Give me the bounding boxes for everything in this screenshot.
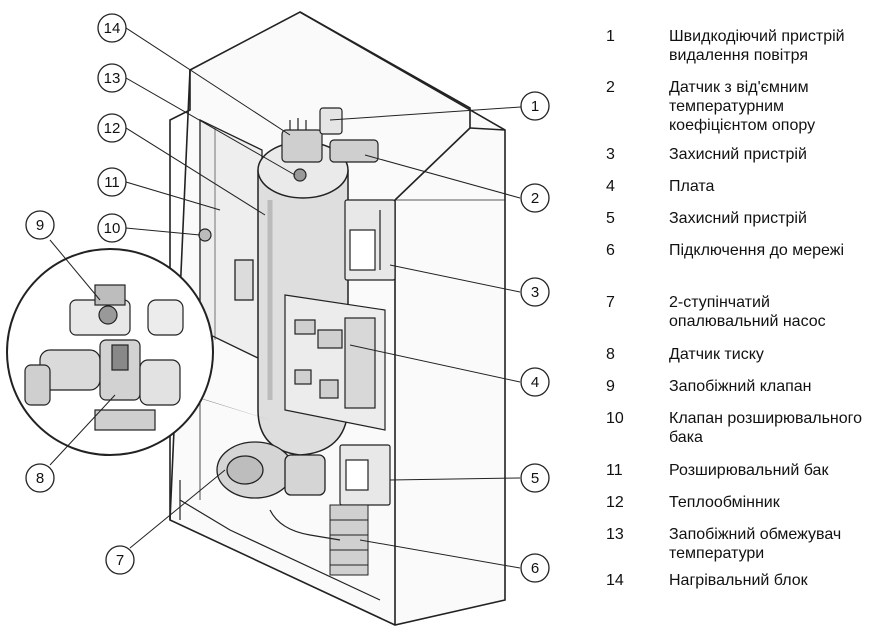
legend-number: 4	[606, 178, 615, 195]
detail-zoom	[6, 248, 270, 456]
legend-text: Теплообмінник	[669, 494, 780, 511]
callout-5: 5	[520, 463, 550, 493]
legend-number: 5	[606, 210, 615, 227]
callout-8: 8	[25, 463, 55, 493]
legend-number: 2	[606, 79, 615, 96]
safety-device-lower	[339, 444, 391, 506]
legend-text: Плата	[669, 178, 715, 195]
callout-3: 3	[520, 277, 550, 307]
circuit-board	[284, 294, 386, 431]
legend-number: 7	[606, 294, 615, 311]
callout-12: 12	[97, 113, 127, 143]
callout-14: 14	[97, 13, 127, 43]
expansion-tank	[199, 118, 263, 362]
callout-number: 12	[104, 120, 121, 137]
callout-number: 5	[531, 470, 539, 487]
callout-10: 10	[97, 213, 127, 243]
callout-number: 4	[531, 374, 539, 391]
callout-number: 13	[104, 70, 121, 87]
legend-text: Захисний пристрій	[669, 210, 807, 227]
legend-text: Нагрівальний блок	[669, 572, 808, 589]
legend-text: Датчик з від'ємним температурним коефіці…	[669, 79, 816, 134]
callout-number: 8	[36, 470, 44, 487]
callout-number: 3	[531, 284, 539, 301]
legend-text: 2-ступінчатий опалювальний насос	[669, 294, 826, 330]
legend-number: 1	[606, 28, 615, 45]
callout-13: 13	[97, 63, 127, 93]
legend-number: 13	[606, 526, 624, 543]
callout-number: 6	[531, 560, 539, 577]
callout-11: 11	[97, 167, 127, 197]
legend-number: 8	[606, 346, 615, 363]
callout-7: 7	[105, 545, 135, 575]
legend-number: 6	[606, 242, 615, 259]
callout-number: 1	[531, 98, 539, 115]
legend-text: Датчик тиску	[669, 346, 764, 363]
leader-lines	[49, 27, 536, 569]
safety-device-upper	[344, 199, 396, 281]
legend-number: 9	[606, 378, 615, 395]
callout-number: 11	[104, 174, 120, 191]
callout-9: 9	[25, 210, 55, 240]
callout-number: 9	[36, 217, 44, 234]
callout-number: 7	[116, 552, 124, 569]
legend-number: 12	[606, 494, 624, 511]
legend-number: 14	[606, 572, 624, 589]
expansion-valve	[198, 228, 212, 242]
legend-text: Запобіжний клапан	[669, 378, 812, 395]
callout-4: 4	[520, 367, 550, 397]
callout-2: 2	[520, 183, 550, 213]
legend-number: 11	[606, 462, 623, 479]
bottom-pipes	[179, 480, 381, 601]
legend-text: Розширювальний бак	[669, 462, 829, 479]
legend-text: Захисний пристрій	[669, 146, 807, 163]
heating-block	[281, 107, 379, 182]
callout-number: 14	[104, 20, 121, 37]
legend-number: 10	[606, 410, 624, 427]
callout-6: 6	[520, 553, 550, 583]
legend-text: Швидкодіючий пристрій видалення повітря	[669, 28, 845, 64]
callout-1: 1	[520, 91, 550, 121]
pump	[216, 441, 326, 499]
legend-text: Клапан розширювального бака	[669, 410, 863, 446]
legend-text: Запобіжний обмежувач температури	[669, 526, 842, 562]
legend-number: 3	[606, 146, 615, 163]
legend-text: Підключення до мережі	[669, 242, 845, 259]
callout-number: 2	[531, 190, 539, 207]
callout-number: 10	[104, 220, 121, 237]
